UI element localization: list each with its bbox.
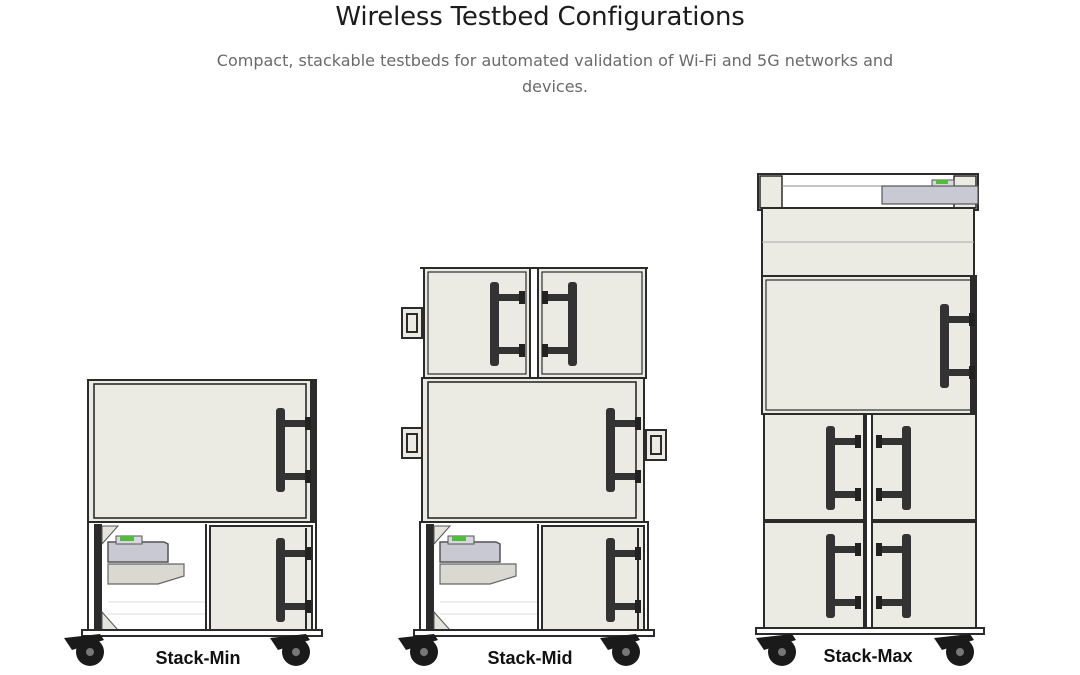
stack-min-caption: Stack-Min — [155, 648, 240, 668]
page-subtitle: Compact, stackable testbeds for automate… — [216, 51, 894, 96]
stack-mid-illustration: Stack-Mid — [398, 267, 667, 668]
page-title: Wireless Testbed Configurations — [335, 2, 745, 32]
stack-mid-caption: Stack-Mid — [487, 648, 572, 668]
stack-min-illustration: Stack-Min — [64, 379, 323, 668]
stack-max-caption: Stack-Max — [823, 646, 912, 666]
stack-max-illustration: Stack-Max — [755, 173, 985, 666]
